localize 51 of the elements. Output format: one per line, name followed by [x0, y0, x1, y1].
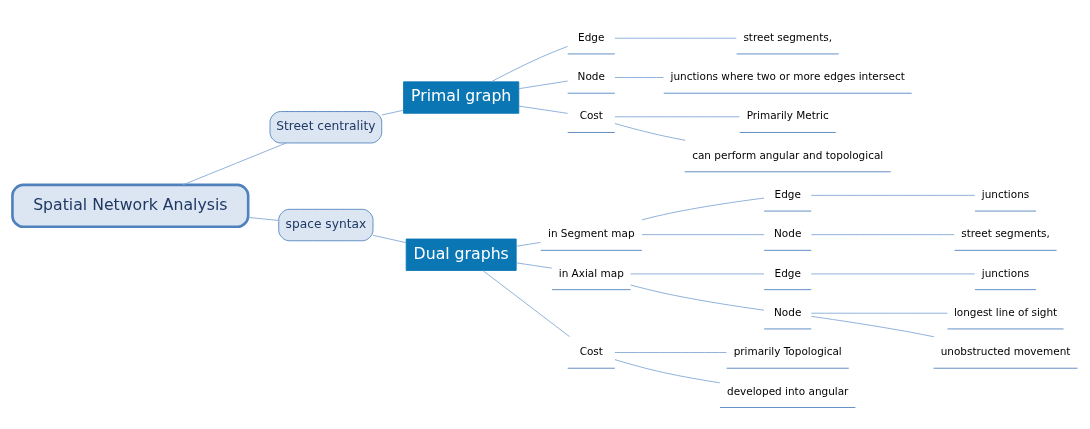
connector [614, 351, 727, 353]
connector [810, 233, 955, 235]
node-text: longest line of sight [953, 305, 1058, 318]
node-text: Cost [579, 344, 603, 357]
node-text: Edge [774, 266, 801, 279]
connector [490, 45, 569, 82]
node-text: in Segment map [547, 226, 635, 239]
node-text: junctions where two or more edges intersect [670, 69, 905, 82]
node-box: Spatial Network Analysis [11, 183, 250, 228]
node-text: developed into angular [726, 384, 849, 396]
connector [641, 233, 765, 235]
connector [614, 122, 686, 141]
node-text: Primarily Metric [746, 108, 829, 121]
connector [641, 197, 765, 220]
node-text: Node [774, 305, 802, 318]
connector [372, 234, 407, 243]
node-text: Edge [578, 30, 605, 43]
node-box: Street centrality [269, 110, 383, 143]
node-box: space syntax [278, 208, 374, 241]
connector [614, 358, 721, 383]
node-text: junctions [981, 266, 1030, 279]
node-text: unobstructed movement [940, 344, 1071, 357]
connector [614, 37, 737, 39]
connector [182, 142, 287, 185]
node-box: Primal graph [403, 80, 520, 114]
node-box: Dual graphs [405, 238, 517, 271]
node-text: can perform angular and topological [692, 148, 884, 161]
node-text: primarily Topological [733, 344, 842, 357]
node-text: Node [577, 69, 605, 82]
connector [810, 273, 976, 274]
connector [518, 105, 569, 114]
connector [810, 194, 976, 196]
connector [516, 261, 553, 269]
node-text: in Axial map [558, 266, 624, 279]
connector [381, 109, 404, 115]
connector [810, 312, 948, 314]
node-text: junctions [981, 187, 1030, 200]
connector [518, 80, 569, 89]
connector [810, 315, 935, 337]
node-text: Cost [579, 108, 603, 121]
connector [247, 216, 279, 221]
connector [482, 269, 570, 337]
node-text: street segments, [743, 30, 833, 43]
connector [614, 76, 664, 78]
connector [614, 115, 740, 117]
node-text: Edge [774, 187, 801, 200]
connector [516, 241, 541, 247]
node-text: street segments, [961, 226, 1050, 239]
connector [630, 273, 765, 274]
node-text: Node [774, 226, 802, 239]
connector [630, 284, 765, 311]
